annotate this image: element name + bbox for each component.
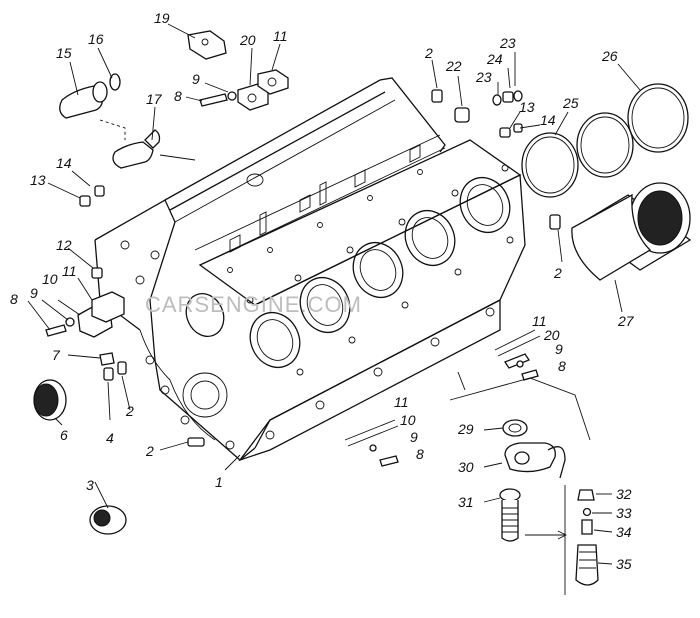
part-2-dowel-left xyxy=(117,361,127,375)
part-right-mid-group xyxy=(494,329,541,381)
part-23-24-rings xyxy=(492,90,523,106)
part-25-rings xyxy=(521,112,634,198)
callout-33: 33 xyxy=(616,505,632,521)
part-26-ring xyxy=(627,83,689,153)
part-14-bushing xyxy=(94,185,105,197)
part-8-9-bolt-top xyxy=(199,91,237,107)
part-3-seal xyxy=(89,505,127,535)
callout-11-right: 11 xyxy=(532,313,547,329)
callout-8-top: 8 xyxy=(174,88,182,104)
callout-32: 32 xyxy=(616,486,632,502)
watermark: CARSENGINE.COM xyxy=(145,292,362,317)
callout-9-left: 9 xyxy=(30,285,38,301)
callout-labels: 19 20 11 9 8 15 16 17 14 13 12 8 9 10 11… xyxy=(10,10,635,572)
part-13-14-right xyxy=(499,123,523,138)
callout-2-right: 2 xyxy=(553,265,562,281)
part-2-dowel-top xyxy=(431,89,443,103)
part-13-bushing xyxy=(79,195,91,207)
callout-14-right: 14 xyxy=(540,112,556,128)
callout-16: 16 xyxy=(88,31,104,47)
callout-14-left: 14 xyxy=(56,155,72,171)
callout-27: 27 xyxy=(617,313,635,329)
part-4-dowel xyxy=(103,367,114,381)
callout-12: 12 xyxy=(56,237,72,253)
part-17-fitting xyxy=(99,119,196,169)
part-35-valve-body xyxy=(575,544,599,586)
callout-7: 7 xyxy=(52,347,61,363)
callout-26: 26 xyxy=(601,48,618,64)
callout-8-right: 8 xyxy=(558,358,566,374)
part-15-fitting xyxy=(59,73,121,119)
callout-3: 3 xyxy=(86,477,94,493)
callout-2-top: 2 xyxy=(424,45,433,61)
callout-8-lower: 8 xyxy=(416,446,424,462)
callout-15: 15 xyxy=(56,45,72,61)
callout-9-top: 9 xyxy=(192,71,200,87)
callout-9-lower: 9 xyxy=(410,429,418,445)
callout-23-mid: 23 xyxy=(475,69,492,85)
callout-11-top: 11 xyxy=(273,28,288,44)
part-32-nut xyxy=(577,489,595,501)
callout-6: 6 xyxy=(60,427,68,443)
part-22-plug xyxy=(454,107,470,123)
cylinder-block xyxy=(94,77,526,462)
callout-10-left: 10 xyxy=(42,271,58,287)
part-33-ball xyxy=(582,507,592,517)
callout-13-left: 13 xyxy=(30,172,46,188)
part-2-dowel-lower xyxy=(187,437,205,447)
callout-22: 22 xyxy=(445,58,462,74)
callout-10-lower: 10 xyxy=(400,412,416,428)
callout-8-left: 8 xyxy=(10,291,18,307)
part-6-cap xyxy=(33,379,67,421)
part-left-plate-group xyxy=(45,291,125,338)
callout-19: 19 xyxy=(154,10,170,26)
callout-34: 34 xyxy=(616,524,632,540)
callout-29: 29 xyxy=(457,421,474,437)
callout-13-right: 13 xyxy=(519,99,535,115)
callout-9-right: 9 xyxy=(555,341,563,357)
callout-35: 35 xyxy=(616,556,632,572)
part-lower-center-group xyxy=(344,419,399,467)
callout-11-lower: 11 xyxy=(394,394,409,410)
callout-1: 1 xyxy=(215,474,223,490)
part-7-plug xyxy=(99,352,115,366)
callout-20-top: 20 xyxy=(239,32,256,48)
part-30-oil-jet xyxy=(504,442,566,479)
callout-25: 25 xyxy=(562,95,579,111)
callout-30: 30 xyxy=(458,459,474,475)
callout-24: 24 xyxy=(486,51,503,67)
part-34-spring xyxy=(581,519,593,535)
part-29-washer xyxy=(502,419,528,437)
part-12-plug xyxy=(91,267,103,279)
callout-4: 4 xyxy=(106,430,114,446)
callout-23-top: 23 xyxy=(499,35,516,51)
callout-31: 31 xyxy=(458,494,474,510)
part-11-plate-top xyxy=(257,69,289,95)
part-31-hollow-bolt xyxy=(499,488,521,542)
part-27-liner xyxy=(571,182,692,281)
part-2-dowel-right xyxy=(549,214,561,230)
callout-20-right: 20 xyxy=(543,327,560,343)
part-19-cover xyxy=(187,30,227,60)
callout-17: 17 xyxy=(146,91,163,107)
callout-2-left: 2 xyxy=(125,403,134,419)
callout-11-left: 11 xyxy=(62,263,77,279)
callout-2-lower: 2 xyxy=(145,443,154,459)
